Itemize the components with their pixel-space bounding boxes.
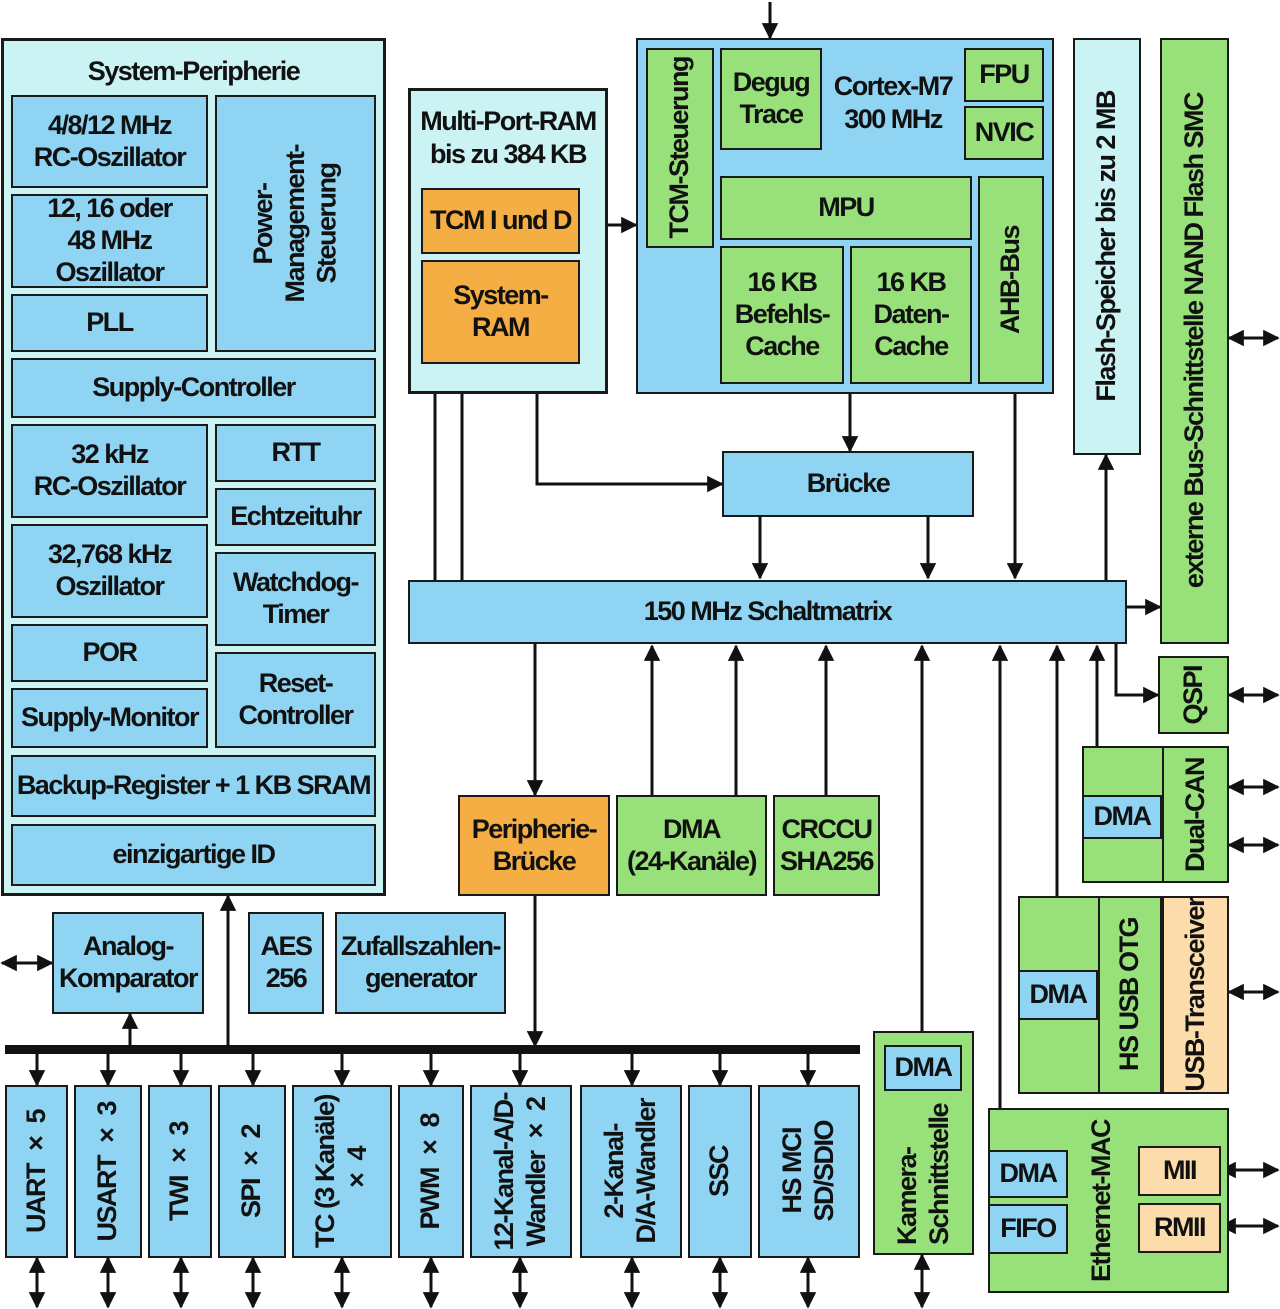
debug-trace: Degug Trace <box>720 48 822 150</box>
tcm-i-und-d: TCM I und D <box>421 188 580 254</box>
mpu: MPU <box>720 176 972 240</box>
oscillator-12-16-48: 12, 16 oder 48 MHz Oszillator <box>11 193 208 288</box>
fpu: FPU <box>964 48 1044 102</box>
system-ram: System- RAM <box>421 260 580 364</box>
power-management-label: Power- Management- Steuerung <box>247 144 342 303</box>
backup-register: Backup-Register + 1 KB SRAM <box>11 755 376 817</box>
mii: MII <box>1138 1146 1221 1196</box>
instruction-cache: 16 KB Befehls- Cache <box>720 246 844 384</box>
hs-mci-label: HS MCI SD/SDIO <box>777 1121 839 1222</box>
dac: 2-Kanal- D/A-Wandler <box>580 1085 682 1258</box>
peripherie-bruecke: Peripherie- Brücke <box>458 795 610 896</box>
hs-mci: HS MCI SD/SDIO <box>758 1085 860 1258</box>
camera-dma: DMA <box>884 1045 962 1091</box>
adc: 12-Kanal-A/D- Wandler × 2 <box>470 1085 572 1258</box>
bruecke: Brücke <box>722 451 974 517</box>
usart: USART × 3 <box>74 1085 142 1258</box>
por: POR <box>11 624 208 682</box>
nvic: NVIC <box>964 106 1044 160</box>
rtt: RTT <box>215 424 376 482</box>
dual-can-label: Dual-CAN <box>1179 757 1210 872</box>
aes-256: AES 256 <box>248 912 324 1014</box>
dac-label: 2-Kanal- D/A-Wandler <box>599 1099 661 1244</box>
ahb-bus-label: AHB-Bus <box>995 226 1026 334</box>
system-peripherie-title: System-Peripherie <box>87 56 301 86</box>
oscillator-32768: 32,768 kHz Oszillator <box>11 524 208 618</box>
ethernet-mac-label: Ethernet-MAC <box>1085 1119 1116 1282</box>
uart-label: UART × 5 <box>20 1109 51 1233</box>
data-cache: 16 KB Daten- Cache <box>850 246 972 384</box>
unique-id: einzigartige ID <box>11 824 376 886</box>
dual-can: Dual-CAN <box>1162 746 1229 883</box>
watchdog-timer: Watchdog- Timer <box>215 552 376 646</box>
usb-dma: DMA <box>1018 970 1098 1020</box>
pll: PLL <box>11 294 208 352</box>
twi: TWI × 3 <box>148 1085 212 1258</box>
schaltmatrix: 150 MHz Schaltmatrix <box>408 580 1127 644</box>
pwm-label: PWM × 8 <box>415 1113 446 1230</box>
external-bus-interface-label: externe Bus-Schnittstelle NAND Flash SMC <box>1178 93 1209 589</box>
tc-label: TC (3 Kanäle) × 4 <box>310 1094 372 1249</box>
reset-controller: Reset- Controller <box>215 652 376 748</box>
spi: SPI × 2 <box>218 1085 286 1258</box>
rmii: RMII <box>1138 1203 1221 1253</box>
supply-monitor: Supply-Monitor <box>11 688 208 748</box>
peripheral-bus <box>5 1045 860 1054</box>
twi-label: TWI × 3 <box>164 1122 195 1221</box>
camera-interface-label: Kamera- Schnittstelle <box>891 1104 954 1246</box>
qspi-label: QSPI <box>1177 665 1208 725</box>
zufallszahlen-generator: Zufallszahlen- generator <box>335 912 506 1014</box>
ethernet-block <box>988 1108 1229 1293</box>
usb-transceiver: USB-Transceiver <box>1162 896 1229 1094</box>
supply-controller: Supply-Controller <box>11 358 376 418</box>
rc-oscillator-4-8-12: 4/8/12 MHz RC-Oszillator <box>11 95 208 188</box>
hs-usb-otg: HS USB OTG <box>1098 896 1162 1094</box>
crccu-sha256: CRCCU SHA256 <box>773 795 880 896</box>
tcm-steuerung: TCM-Steuerung <box>646 48 714 248</box>
multiport-ram-title: Multi-Port-RAM bis zu 384 KB <box>420 106 597 169</box>
qspi: QSPI <box>1158 656 1229 734</box>
tc: TC (3 Kanäle) × 4 <box>292 1085 392 1258</box>
ahb-bus: AHB-Bus <box>978 176 1044 384</box>
external-bus-interface: externe Bus-Schnittstelle NAND Flash SMC <box>1160 38 1229 644</box>
ethernet-dma: DMA <box>988 1150 1068 1198</box>
tcm-steuerung-label: TCM-Steuerung <box>664 57 695 239</box>
pwm: PWM × 8 <box>398 1085 464 1258</box>
adc-label: 12-Kanal-A/D- Wandler × 2 <box>489 1092 551 1251</box>
hs-usb-otg-label: HS USB OTG <box>1114 918 1145 1072</box>
flash-memory: Flash-Speicher bis zu 2 MB <box>1073 38 1141 455</box>
flash-memory-label: Flash-Speicher bis zu 2 MB <box>1091 91 1122 402</box>
rc-oscillator-32k: 32 kHz RC-Oszillator <box>11 424 208 518</box>
uart: UART × 5 <box>5 1085 68 1258</box>
usb-transceiver-label: USB-Transceiver <box>1179 898 1210 1092</box>
ssc-label: SSC <box>704 1145 735 1198</box>
ethernet-fifo: FIFO <box>988 1204 1068 1254</box>
ssc: SSC <box>688 1085 752 1258</box>
cortex-m7-title: Cortex-M7 300 MHz <box>833 71 954 134</box>
spi-label: SPI × 2 <box>236 1124 267 1219</box>
analog-komparator: Analog- Komparator <box>52 912 204 1014</box>
ethernet-mac: Ethernet-MAC <box>1070 1110 1132 1291</box>
power-management: Power- Management- Steuerung <box>215 95 376 352</box>
echtzeituhr: Echtzeituhr <box>215 488 376 546</box>
usart-label: USART × 3 <box>92 1101 123 1242</box>
dual-can-dma: DMA <box>1082 795 1162 839</box>
camera-interface: Kamera- Schnittstelle <box>873 1097 974 1253</box>
dma-24-channels: DMA (24-Kanäle) <box>616 795 767 896</box>
